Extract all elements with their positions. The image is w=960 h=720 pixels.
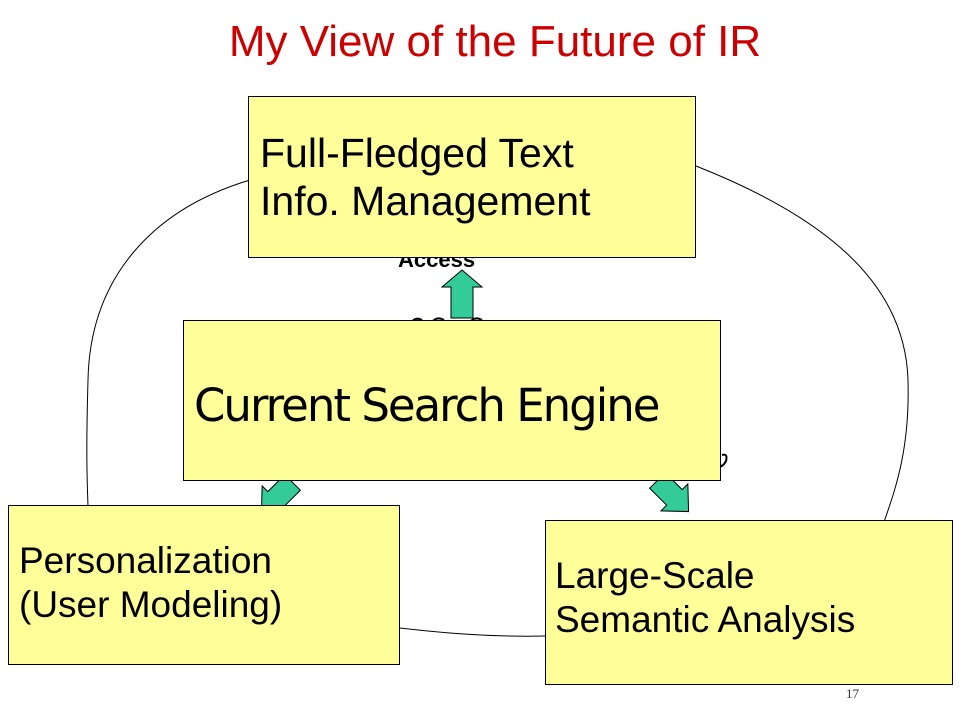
slide-title: My View of the Future of IR bbox=[228, 17, 762, 66]
bottom-connector bbox=[399, 627, 546, 637]
text-management-line2: Info. Management bbox=[260, 178, 591, 225]
semantic-analysis-box: Large-Scale Semantic Analysis bbox=[545, 520, 953, 685]
personalization-box: Personalization (User Modeling) bbox=[8, 505, 400, 665]
text-management-line1: Full-Fledged Text bbox=[260, 130, 574, 176]
search-engine-label: Current Search Engine bbox=[194, 379, 660, 432]
semantic-analysis-line2: Semantic Analysis bbox=[555, 598, 856, 640]
personalization-line1: Personalization bbox=[19, 540, 272, 581]
search-engine-box: Current Search Engine bbox=[183, 320, 721, 481]
text-management-box: Full-Fledged Text Info. Management bbox=[248, 96, 696, 258]
right-loop-connector bbox=[695, 165, 909, 523]
page-number: 17 bbox=[846, 686, 859, 701]
left-loop-connector bbox=[86, 179, 251, 507]
personalization-line2: (User Modeling) bbox=[19, 583, 283, 625]
semantic-analysis-line1: Large-Scale bbox=[555, 555, 755, 596]
up-arrow bbox=[440, 269, 484, 319]
